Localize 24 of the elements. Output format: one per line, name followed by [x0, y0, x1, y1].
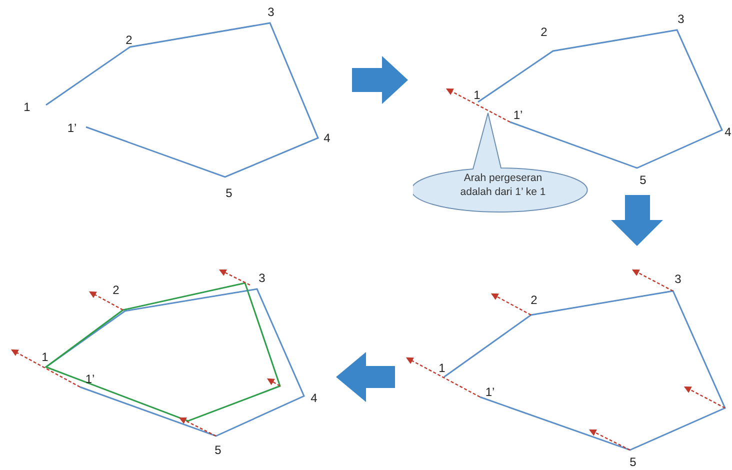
vertex-number: 1’: [485, 386, 495, 398]
vertex-number: 1: [42, 351, 48, 363]
vertex-number: 2: [530, 294, 538, 306]
vertex-number: 1’: [85, 373, 95, 385]
vertex-number: 2: [112, 284, 120, 296]
vertex-number: 1: [474, 89, 480, 101]
vertex-number: 1’: [67, 122, 77, 134]
vertex-number: 2: [126, 34, 132, 46]
vertex-number: 1’: [513, 109, 523, 121]
vertex-number: 3: [258, 272, 266, 284]
vertex-number: 5: [214, 444, 222, 456]
vertex-number: 1: [24, 101, 30, 113]
vertex-number: 5: [640, 174, 646, 186]
vertex-number: 3: [268, 6, 274, 18]
vertex-number: 5: [630, 456, 636, 468]
vertex-number: 5: [226, 187, 232, 199]
vertex-number: 4: [724, 126, 732, 138]
vertex-number: 4: [310, 392, 318, 404]
vertex-number: 1: [438, 362, 446, 374]
vertex-number: 3: [674, 273, 682, 285]
callout-text: Arah pergeseran adalah dari 1’ ke 1: [459, 171, 547, 200]
vertex-number: 4: [324, 132, 330, 144]
vertex-number: 3: [678, 13, 684, 25]
vertex-number: 2: [540, 26, 548, 38]
